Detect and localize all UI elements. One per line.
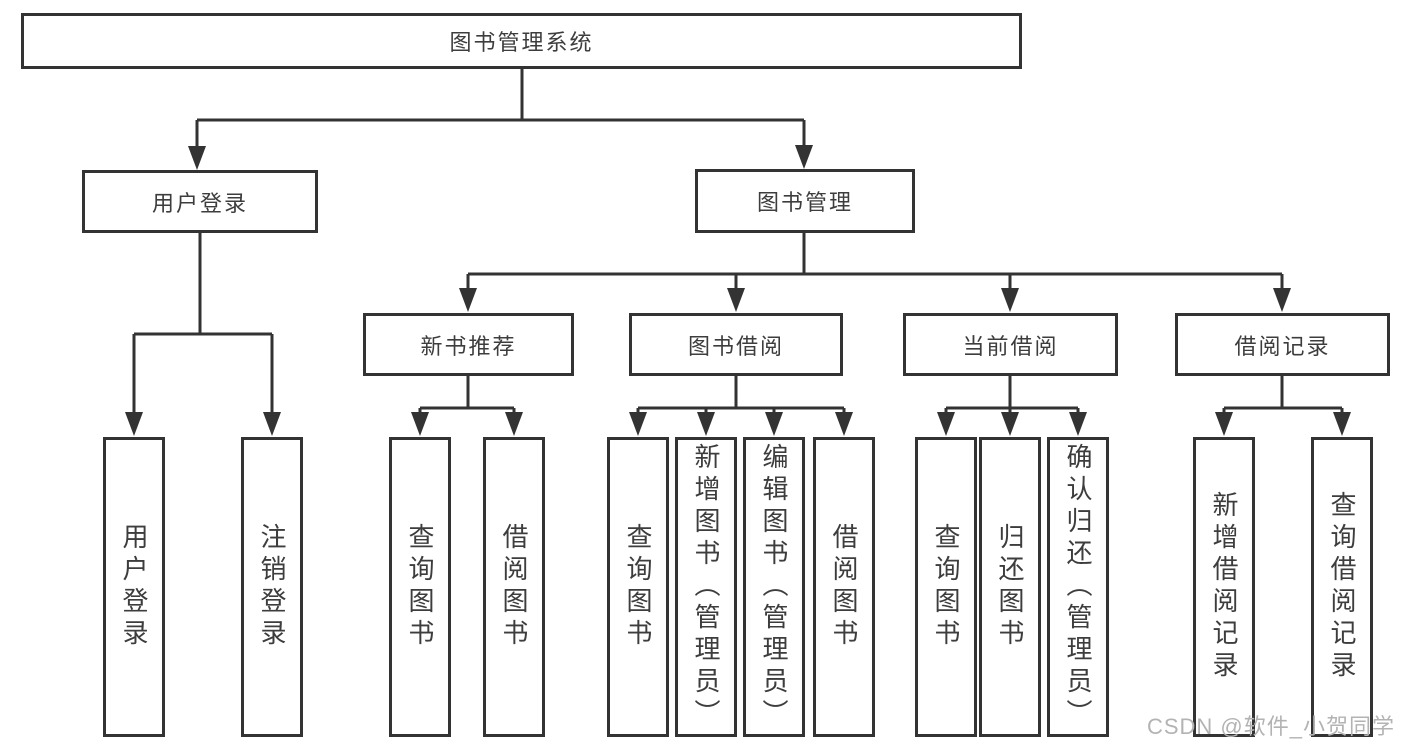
node-root: 图书管理系统 (21, 13, 1022, 69)
node-book-borrow: 图书借阅 (629, 313, 843, 376)
arrowhead-current-borrow (1001, 288, 1019, 312)
connector-current-borrow-branch (944, 376, 1080, 416)
leaf-borrow-books-new-book: 借阅图书 (483, 437, 545, 737)
connector-user-login-branch (132, 233, 274, 416)
leaf-add-borrow-record-label: 新增借阅记录 (1209, 491, 1239, 683)
leaf-logout-label: 注销登录 (257, 523, 287, 651)
arrowhead-new-book (459, 288, 477, 312)
node-borrow-records: 借阅记录 (1175, 313, 1390, 376)
leaf-borrow-books-label: 借阅图书 (829, 523, 859, 651)
arrowhead-leaf (411, 412, 429, 436)
node-user-login: 用户登录 (82, 170, 318, 233)
node-user-login-label: 用户登录 (151, 190, 248, 216)
leaf-user-login: 用户登录 (103, 437, 165, 737)
leaf-query-borrow-record: 查询借阅记录 (1311, 437, 1373, 737)
leaf-logout: 注销登录 (241, 437, 303, 737)
arrowhead-book-borrow (727, 288, 745, 312)
leaf-query-books-new-book-label: 查询图书 (405, 523, 435, 651)
arrowhead-leaf-logout (263, 412, 281, 436)
arrowhead-book-management (795, 145, 813, 169)
leaf-confirm-return-admin: 确认归还（管理员） (1047, 437, 1109, 737)
arrowhead-leaf (1069, 412, 1087, 436)
arrowhead-leaf (835, 412, 853, 436)
leaf-edit-book-admin: 编辑图书（管理员） (743, 437, 805, 737)
leaf-return-book: 归还图书 (979, 437, 1041, 737)
arrowhead-leaf (1333, 412, 1351, 436)
leaf-query-books-current: 查询图书 (915, 437, 977, 737)
node-root-label: 图书管理系统 (449, 30, 594, 55)
leaf-borrow-books-new-book-label: 借阅图书 (499, 523, 529, 651)
node-book-borrow-label: 图书借阅 (687, 333, 784, 359)
arrowhead-leaf (629, 412, 647, 436)
leaf-user-login-label: 用户登录 (119, 523, 149, 651)
leaf-return-book-label: 归还图书 (995, 523, 1025, 651)
node-book-management-label: 图书管理 (756, 190, 853, 215)
arrowhead-leaf-user-login (125, 412, 143, 436)
leaf-edit-book-admin-label: 编辑图书（管理员） (759, 443, 789, 731)
node-book-management: 图书管理 (695, 169, 915, 233)
node-new-book-recommend: 新书推荐 (363, 313, 574, 376)
leaf-add-borrow-record: 新增借阅记录 (1193, 437, 1255, 737)
arrowhead-leaf (1001, 412, 1019, 436)
connector-root-to-level2 (195, 69, 806, 150)
arrowhead-user-login (188, 146, 206, 170)
leaf-query-books-borrow-label: 查询图书 (623, 523, 653, 651)
node-current-borrow-label: 当前借阅 (962, 333, 1059, 359)
arrowhead-leaf (765, 412, 783, 436)
leaf-query-books-borrow: 查询图书 (607, 437, 669, 737)
arrowhead-leaf (937, 412, 955, 436)
node-borrow-records-label: 借阅记录 (1234, 333, 1331, 359)
leaf-query-books-current-label: 查询图书 (931, 523, 961, 651)
connector-book-management-branch (466, 233, 1284, 292)
leaf-add-book-admin-label: 新增图书（管理员） (691, 443, 721, 731)
arrowhead-leaf (697, 412, 715, 436)
leaf-confirm-return-admin-label: 确认归还（管理员） (1063, 443, 1093, 731)
leaf-add-book-admin: 新增图书（管理员） (675, 437, 737, 737)
node-new-book-recommend-label: 新书推荐 (420, 333, 517, 359)
leaf-query-borrow-record-label: 查询借阅记录 (1327, 491, 1357, 683)
arrowhead-borrow-records (1273, 288, 1291, 312)
leaf-borrow-books: 借阅图书 (813, 437, 875, 737)
connector-borrow-records-branch (1222, 376, 1344, 416)
arrowhead-leaf (1215, 412, 1233, 436)
leaf-query-books-new-book: 查询图书 (389, 437, 451, 737)
arrowhead-leaf (505, 412, 523, 436)
connector-new-book-branch (418, 376, 516, 416)
csdn-watermark: CSDN @软件_小贺同学 (1146, 714, 1395, 739)
connector-book-borrow-branch (636, 376, 846, 416)
node-current-borrow: 当前借阅 (903, 313, 1118, 376)
